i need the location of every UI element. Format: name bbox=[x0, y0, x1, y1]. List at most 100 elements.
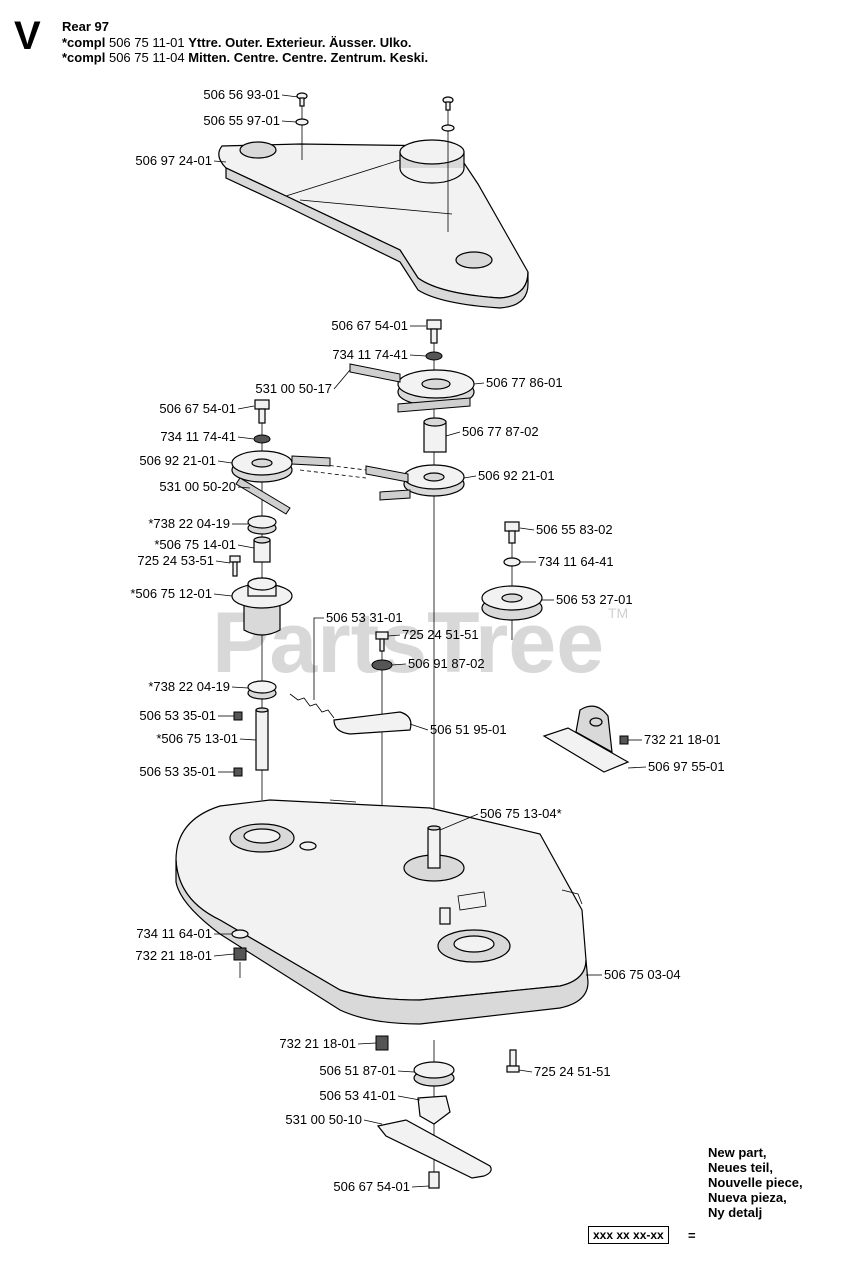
bolt-icon bbox=[426, 319, 442, 344]
part-number-label: 725 24 51-51 bbox=[534, 1064, 611, 1079]
idler-pulley bbox=[481, 585, 543, 621]
part-number-label: 531 00 50-17 bbox=[255, 381, 332, 396]
bolt-icon bbox=[504, 521, 520, 544]
part-number-label: 506 97 55-01 bbox=[648, 759, 725, 774]
key-icon bbox=[233, 711, 243, 721]
leader-line bbox=[463, 475, 477, 479]
part-number-label: 506 75 03-04 bbox=[604, 967, 681, 982]
part-number-label: 506 77 86-01 bbox=[486, 375, 563, 390]
part-number-label: 732 21 18-01 bbox=[644, 732, 721, 747]
header-compl-centre: *compl 506 75 11-04 Mitten. Centre. Cent… bbox=[62, 50, 429, 65]
leader-line bbox=[213, 593, 233, 597]
leader-line bbox=[281, 94, 299, 98]
part-number-label: 506 77 87-02 bbox=[462, 424, 539, 439]
part-number-label: 506 91 87-02 bbox=[408, 656, 485, 671]
part-number-label: 531 00 50-10 bbox=[285, 1112, 362, 1127]
part-number-label: 734 11 64-01 bbox=[136, 926, 212, 941]
bolt-icon bbox=[506, 1049, 520, 1073]
legend-line: Nouvelle piece, bbox=[708, 1175, 803, 1190]
nut-icon bbox=[233, 947, 247, 961]
part-number-label: 506 55 83-02 bbox=[536, 522, 613, 537]
part-number-label: 506 67 54-01 bbox=[331, 318, 408, 333]
part-number-label: *506 75 14-01 bbox=[154, 537, 236, 552]
leader-line bbox=[231, 686, 249, 689]
leader-line bbox=[237, 436, 255, 440]
part-number-label: 506 56 93-01 bbox=[203, 87, 280, 102]
part-number-label: 732 21 18-01 bbox=[135, 948, 212, 963]
legend-line: Neues teil, bbox=[708, 1160, 774, 1175]
part-number-label: 734 11 74-41 bbox=[160, 429, 236, 444]
part-number-label: 506 53 35-01 bbox=[139, 764, 216, 779]
idler-pulley-right bbox=[403, 464, 465, 497]
blade-adapter bbox=[417, 1095, 451, 1125]
washer-icon bbox=[253, 434, 271, 444]
legend-line: New part, bbox=[708, 1145, 767, 1160]
leader-line bbox=[357, 1042, 377, 1045]
section-letter: V bbox=[14, 14, 41, 58]
bearing-icon bbox=[247, 515, 277, 535]
spindle-housing bbox=[231, 577, 293, 636]
leader-line bbox=[281, 120, 297, 123]
part-number-label: 734 11 64-41 bbox=[538, 554, 614, 569]
belt-segment bbox=[235, 477, 291, 515]
legend-equals: = bbox=[688, 1228, 696, 1243]
part-number-label: 506 53 31-01 bbox=[326, 610, 403, 625]
belt-segment bbox=[397, 397, 471, 413]
bolt-icon bbox=[229, 555, 241, 577]
diagram-header: V Rear 97 *compl 506 75 11-01 Yttre. Out… bbox=[0, 0, 841, 70]
part-number-label: 734 11 74-41 bbox=[332, 347, 408, 362]
leader-line bbox=[397, 1095, 421, 1101]
mounting-bracket bbox=[542, 705, 630, 773]
cutting-blade bbox=[376, 1119, 492, 1179]
spindle-shaft bbox=[255, 707, 269, 771]
part-number-label: 725 24 53-51 bbox=[137, 553, 214, 568]
leader-line bbox=[237, 486, 251, 489]
key-icon bbox=[233, 767, 243, 777]
leader-line bbox=[215, 560, 231, 564]
watermark-tm: TM bbox=[608, 605, 628, 621]
leader-line bbox=[519, 527, 535, 531]
part-number-label: 506 92 21-01 bbox=[478, 468, 555, 483]
part-number-label: 506 53 27-01 bbox=[556, 592, 633, 607]
part-number-label: 506 55 97-01 bbox=[203, 113, 280, 128]
washer-icon bbox=[425, 351, 443, 361]
spacer-sleeve bbox=[423, 417, 447, 453]
header-title: Rear 97 bbox=[62, 19, 109, 34]
leader-line bbox=[237, 544, 255, 549]
leader-line bbox=[363, 1119, 383, 1125]
nut-icon bbox=[375, 1035, 389, 1051]
leader-line bbox=[387, 634, 401, 637]
tension-arm bbox=[333, 711, 412, 735]
leader-line bbox=[217, 460, 233, 464]
leader-line bbox=[397, 1070, 415, 1073]
part-number-label: *506 75 13-01 bbox=[156, 731, 238, 746]
leader-line bbox=[333, 369, 351, 390]
bolt-icon bbox=[254, 399, 270, 424]
header-compl-outer: *compl 506 75 11-01 Yttre. Outer. Exteri… bbox=[62, 35, 412, 50]
part-number-label: *506 75 12-01 bbox=[130, 586, 212, 601]
leader-line bbox=[473, 382, 485, 385]
part-number-label: 506 51 87-01 bbox=[319, 1063, 396, 1078]
leader-line bbox=[313, 617, 324, 700]
left-pulley bbox=[231, 450, 293, 483]
leader-line bbox=[409, 354, 427, 357]
leader-line bbox=[409, 723, 429, 731]
part-number-label: 732 21 18-01 bbox=[279, 1036, 356, 1051]
part-number-label: 506 75 13-04* bbox=[480, 806, 562, 821]
part-number-label: 725 24 51-51 bbox=[402, 627, 479, 642]
part-number-label: 506 67 54-01 bbox=[333, 1179, 410, 1194]
part-number-label: *738 22 04-19 bbox=[148, 679, 230, 694]
belt-segment bbox=[349, 363, 401, 383]
leader-line bbox=[518, 1069, 533, 1073]
part-number-label: 506 92 21-01 bbox=[139, 453, 216, 468]
leader-line bbox=[445, 431, 461, 437]
bearing-icon bbox=[413, 1061, 455, 1087]
legend: New part, Neues teil, Nouvelle piece, Nu… bbox=[708, 1145, 803, 1220]
leader-line bbox=[391, 663, 407, 666]
bolt-icon bbox=[428, 1171, 440, 1189]
part-number-label: 506 51 95-01 bbox=[430, 722, 507, 737]
part-number-label: 506 53 41-01 bbox=[319, 1088, 396, 1103]
leader-line bbox=[239, 738, 257, 741]
